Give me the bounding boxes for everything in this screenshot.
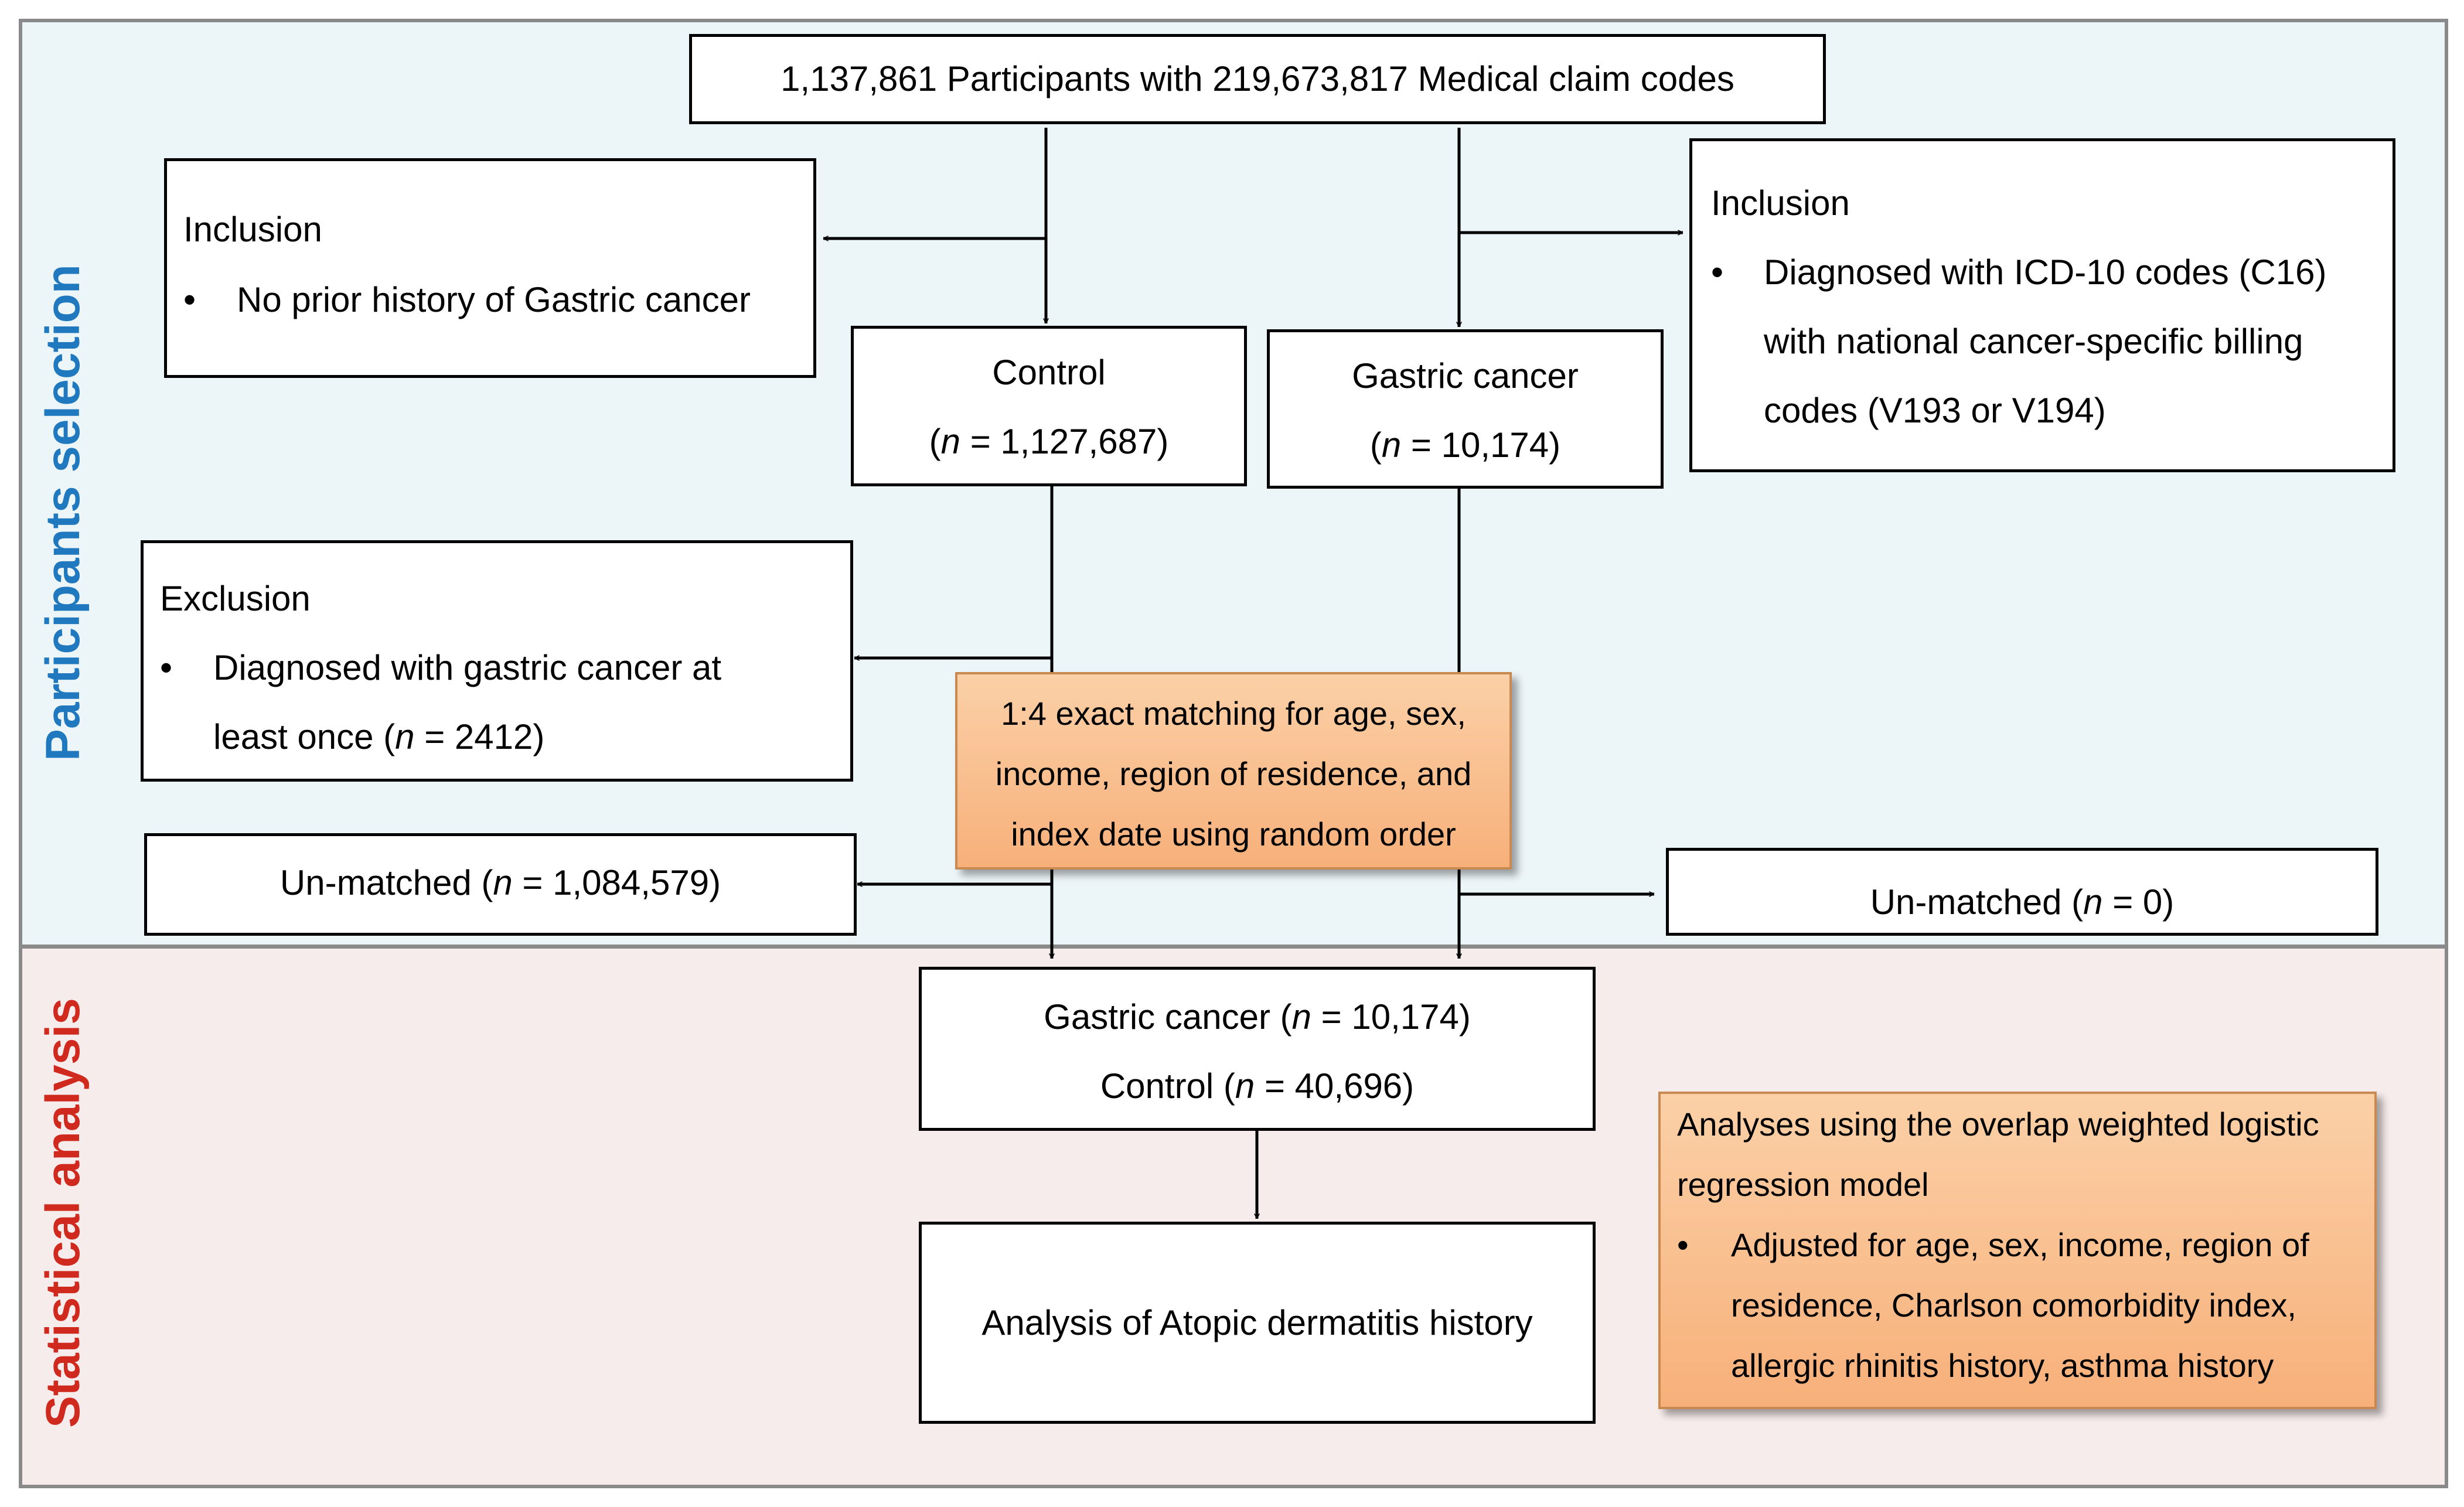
panel-divider (19, 945, 2448, 949)
gastric-title: Gastric cancer (1352, 356, 1579, 395)
inclusion-right-line-1: Diagnosed with ICD-10 codes (C16) (1764, 253, 2327, 292)
unmatched-left-text: Un-matched (n = 1,084,579) (280, 863, 721, 902)
analyses-method-box: Analyses using the overlap weighted logi… (1658, 1092, 2377, 1409)
control-count: (n = 1,127,687) (929, 422, 1169, 461)
inclusion-left-box: Inclusion • No prior history of Gastric … (164, 158, 816, 378)
unmatched-right-text: Un-matched (n = 0) (1870, 882, 2175, 922)
matching-line-2: income, region of residence, and (995, 755, 1472, 792)
bullet-icon: • (1711, 253, 1724, 292)
gastric-cancer-box: Gastric cancer (n = 10,174) (1267, 329, 1664, 489)
analyses-item-line-1: Adjusted for age, sex, income, region of (1731, 1226, 2309, 1263)
bullet-icon: • (1677, 1226, 1689, 1263)
exclusion-heading: Exclusion (160, 579, 311, 618)
inclusion-left-item-text: No prior history of Gastric cancer (237, 280, 751, 319)
matching-line-1: 1:4 exact matching for age, sex, (1001, 695, 1466, 732)
exclusion-box: Exclusion • Diagnosed with gastric cance… (141, 540, 853, 782)
matching-box: 1:4 exact matching for age, sex, income,… (955, 672, 1512, 870)
analyses-line-1: Analyses using the overlap weighted logi… (1677, 1106, 2319, 1143)
bullet-icon: • (183, 280, 196, 319)
analyses-item: • Adjusted for age, sex, income, region … (1677, 1215, 2374, 1396)
exclusion-line-2: least once (n = 2412) (213, 717, 545, 756)
inclusion-right-heading: Inclusion (1711, 183, 1850, 223)
unmatched-left-box: Un-matched (n = 1,084,579) (144, 833, 857, 936)
analyses-item-line-3: allergic rhinitis history, asthma histor… (1731, 1347, 2274, 1384)
analyses-item-line-2: residence, Charlson comorbidity index, (1731, 1287, 2296, 1324)
inclusion-right-line-3: codes (V193 or V194) (1764, 391, 2106, 430)
gastric-count: (n = 10,174) (1369, 425, 1561, 465)
inclusion-right-line-2: with national cancer-specific billing (1764, 322, 2303, 361)
participants-total-box: 1,137,861 Participants with 219,673,817 … (689, 34, 1826, 124)
inclusion-right-box: Inclusion • Diagnosed with ICD-10 codes … (1689, 138, 2395, 472)
matched-control-line: Control (n = 40,696) (1100, 1066, 1415, 1106)
matched-groups-box: Gastric cancer (n = 10,174) Control (n =… (919, 967, 1596, 1131)
inclusion-right-item: • Diagnosed with ICD-10 codes (C16) with… (1711, 238, 2393, 445)
matched-gastric-line: Gastric cancer (n = 10,174) (1044, 997, 1471, 1037)
participants-total-text: 1,137,861 Participants with 219,673,817 … (781, 59, 1734, 98)
analyses-line-2: regression model (1677, 1166, 1929, 1203)
analysis-box: Analysis of Atopic dermatitis history (919, 1222, 1596, 1424)
control-box: Control (n = 1,127,687) (851, 326, 1247, 486)
matching-line-3: index date using random order (1011, 816, 1456, 853)
exclusion-line-1: Diagnosed with gastric cancer at (213, 648, 722, 687)
exclusion-item: • Diagnosed with gastric cancer at least… (160, 633, 850, 772)
bullet-icon: • (160, 648, 173, 687)
control-title: Control (992, 353, 1106, 392)
unmatched-right-box: Un-matched (n = 0) (1666, 848, 2378, 936)
analysis-text: Analysis of Atopic dermatitis history (981, 1303, 1533, 1342)
inclusion-left-heading: Inclusion (183, 210, 322, 249)
inclusion-left-item: • No prior history of Gastric cancer (183, 265, 813, 335)
